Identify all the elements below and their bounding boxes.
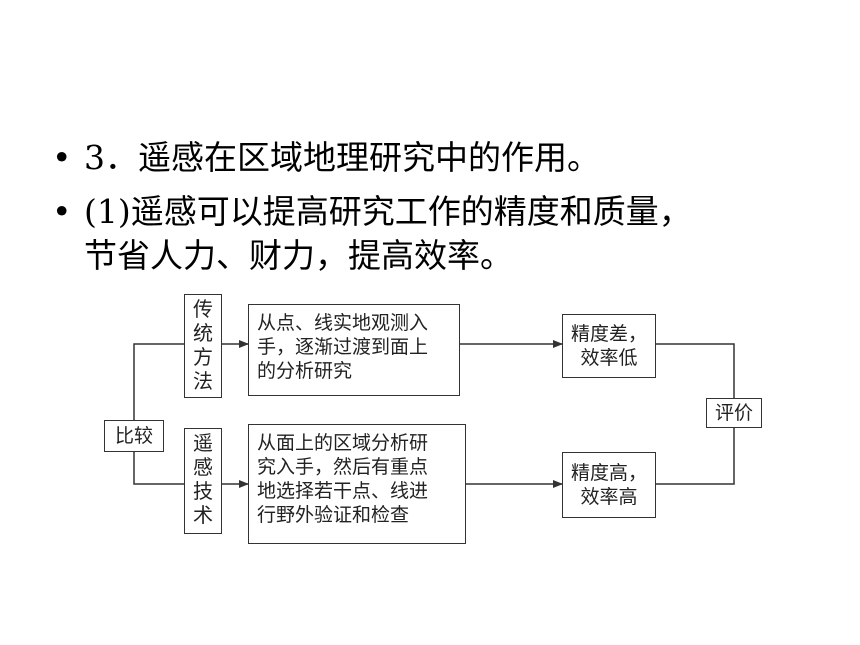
compare-box: 比较 — [104, 420, 164, 452]
traditional-char-4: 法 — [193, 369, 213, 393]
traditional-char-1: 传 — [193, 297, 213, 321]
traditional-char-3: 方 — [193, 345, 213, 369]
remote-char-4: 术 — [193, 503, 213, 527]
compare-top-connector — [133, 343, 184, 420]
remote-description-box: 从面上的区域分析研 究入手，然后有重点 地选择若干点、线进 行野外验证和检查 — [248, 424, 466, 544]
traditional-char-2: 统 — [193, 321, 213, 345]
result-top-to-evaluation — [656, 343, 735, 398]
bullet-text-2-line-1: (1)遥感可以提高研究工作的精度和质量， — [84, 192, 692, 231]
bullet-text-2-line-2: 节省人力、财力，提高效率。 — [84, 236, 513, 275]
compare-bottom-connector — [133, 452, 184, 485]
bullet-dot-2: • — [52, 192, 72, 231]
remote-char-1: 遥 — [193, 431, 213, 455]
traditional-result-box: 精度差， 效率低 — [562, 314, 656, 378]
remote-char-3: 技 — [193, 479, 213, 503]
result-bottom-to-evaluation — [656, 428, 735, 485]
remote-result-box: 精度高， 效率高 — [562, 452, 656, 518]
bullet-dot-1: • — [52, 138, 72, 177]
remote-sensing-label: 遥 感 技 术 — [184, 428, 222, 534]
evaluation-box: 评价 — [706, 398, 762, 428]
bullet-text-1: 3．遥感在区域地理研究中的作用。 — [84, 138, 600, 177]
remote-char-2: 感 — [193, 455, 213, 479]
traditional-method-label: 传 统 方 法 — [184, 294, 222, 398]
traditional-description-box: 从点、线实地观测入 手，逐渐过渡到面上 的分析研究 — [248, 304, 460, 396]
